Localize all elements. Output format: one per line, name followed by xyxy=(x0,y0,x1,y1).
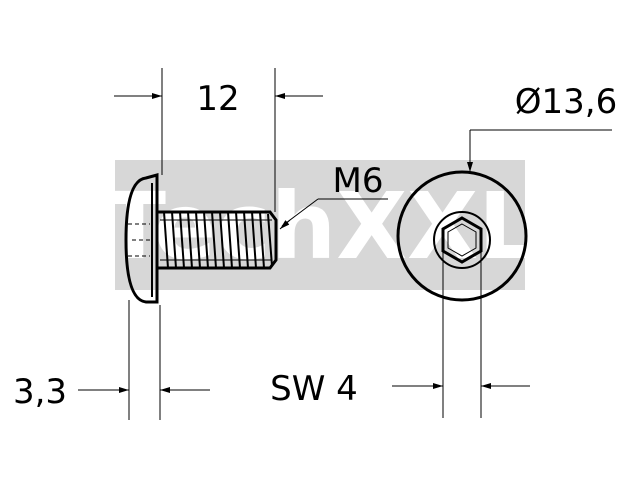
screw-side-view xyxy=(124,173,278,304)
dimension-diameter: Ø13,6 xyxy=(467,82,617,172)
dimension-head-height: 3,3 xyxy=(13,300,210,420)
head-height-label: 3,3 xyxy=(13,372,67,412)
dimension-length: 12 xyxy=(114,68,323,212)
diameter-label: Ø13,6 xyxy=(515,82,617,122)
screw-end-view xyxy=(396,170,528,302)
hex-socket-label: SW 4 xyxy=(270,369,358,409)
dimension-hex-socket: SW 4 xyxy=(270,240,530,418)
thread-label: M6 xyxy=(333,161,384,201)
length-label: 12 xyxy=(196,79,239,119)
screw-shank xyxy=(157,210,278,270)
head-circle xyxy=(396,170,528,302)
thread-callout: M6 xyxy=(279,161,388,230)
screw-head xyxy=(124,173,159,304)
hex-socket xyxy=(441,216,483,264)
thread xyxy=(160,211,273,269)
